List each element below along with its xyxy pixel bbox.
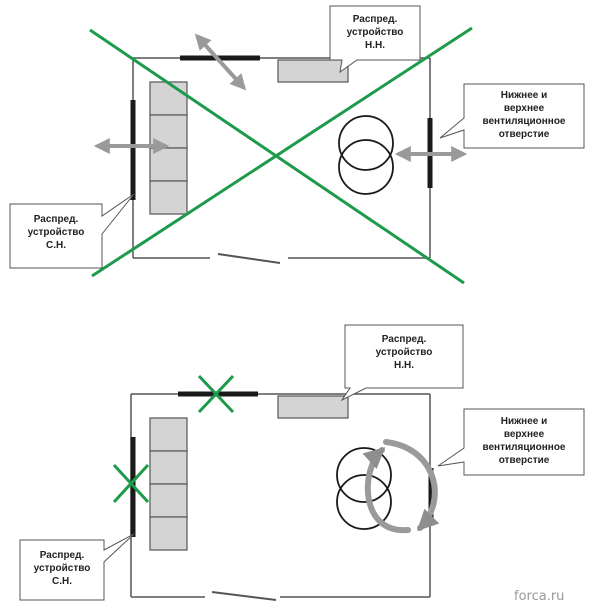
callout-aux-line-1: Распред. — [34, 214, 79, 225]
door — [217, 253, 281, 264]
callout-aux-line-3: С.Н. — [52, 576, 72, 587]
lv-switchgear-panel — [277, 59, 349, 83]
aux-switchgear-panels — [149, 81, 188, 215]
callout-aux-line-1: Распред. — [40, 550, 85, 561]
transformer-icon — [336, 447, 392, 530]
callout-aux-line-2: устройство — [28, 227, 85, 238]
top-diagram: Распред. устройство Н.Н. Нижнее и верхне… — [9, 5, 585, 285]
aux-switchgear-panels — [149, 417, 188, 551]
door — [211, 591, 277, 601]
callout-lv-switchgear: Распред. устройство Н.Н. — [340, 324, 464, 402]
callout-vent-line-4: отверстие — [499, 455, 550, 466]
callout-aux-line-3: С.Н. — [46, 240, 66, 251]
circular-airflow-icon — [362, 439, 440, 534]
callout-lv-line-1: Распред. — [353, 14, 398, 25]
callout-aux-switchgear: Распред. устройство С.Н. — [9, 193, 135, 269]
transformer-icon — [338, 115, 394, 195]
callout-vent-line-3: вентиляционное — [482, 442, 565, 453]
callout-vent-opening: Нижнее и верхнее вентиляционное отверсти… — [437, 408, 585, 476]
callout-lv-line-1: Распред. — [382, 334, 427, 345]
green-cross-icon — [89, 26, 473, 285]
callout-vent-line-3: вентиляционное — [482, 116, 565, 127]
callout-vent-line-4: отверстие — [499, 129, 550, 140]
callout-vent-line-1: Нижнее и — [501, 90, 548, 101]
callout-aux-switchgear: Распред. устройство С.Н. — [19, 533, 135, 601]
callout-lv-line-2: устройство — [376, 347, 433, 358]
double-arrow-icon — [93, 33, 468, 162]
callout-lv-switchgear: Распред. устройство Н.Н. — [329, 5, 421, 74]
callout-aux-line-2: устройство — [34, 563, 91, 574]
callout-lv-line-2: устройство — [347, 27, 404, 38]
callout-vent-opening: Нижнее и верхнее вентиляционное отверсти… — [439, 83, 585, 149]
green-cross-icon — [112, 463, 150, 504]
watermark: forca.ru — [514, 589, 564, 604]
callout-vent-line-1: Нижнее и — [501, 416, 548, 427]
green-cross-icon — [197, 374, 235, 414]
callout-vent-line-2: верхнее — [504, 429, 545, 440]
callout-vent-line-2: верхнее — [504, 103, 545, 114]
lv-switchgear-panel — [277, 395, 349, 419]
callout-lv-line-3: Н.Н. — [394, 360, 414, 371]
callout-lv-line-3: Н.Н. — [365, 40, 385, 51]
bottom-diagram: Распред. устройство Н.Н. Нижнее и верхне… — [19, 324, 585, 601]
